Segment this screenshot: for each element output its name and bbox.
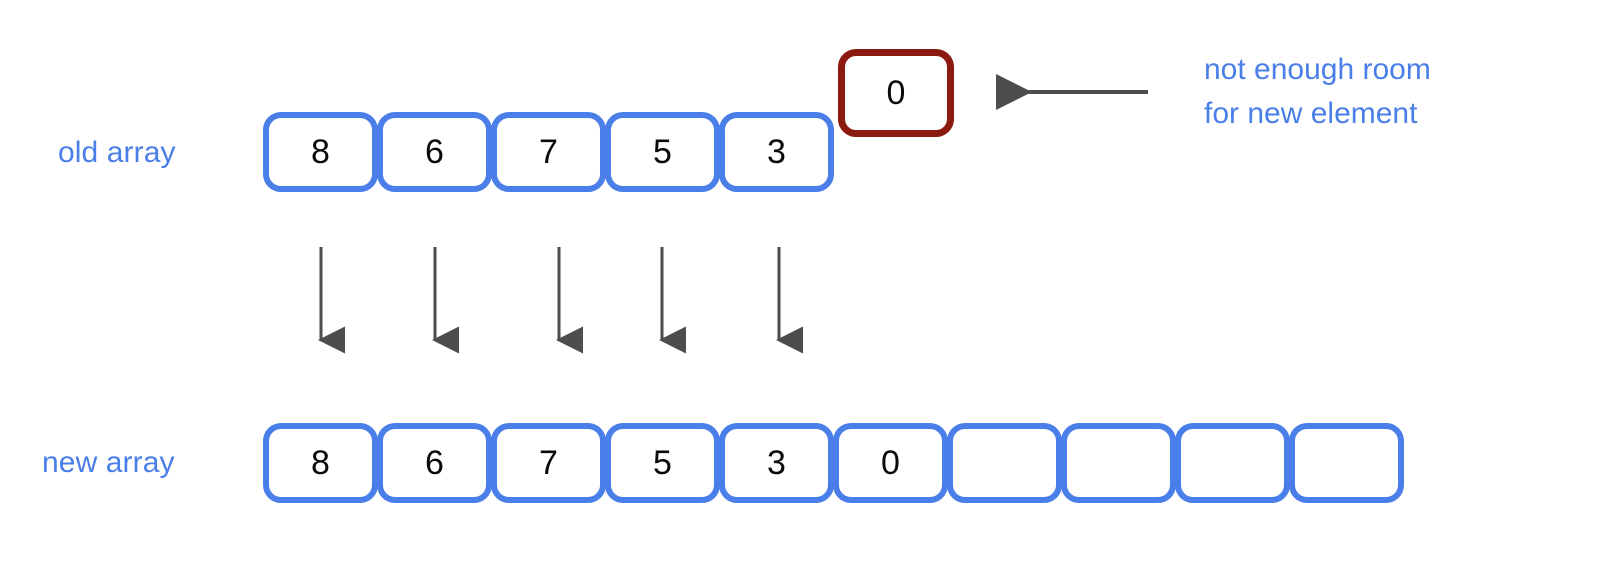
new-array-cell: 6 [377, 423, 492, 503]
cell-value: 3 [767, 444, 786, 482]
annotation-text: not enough room for new element [1204, 48, 1431, 137]
new-array-cell [1175, 423, 1290, 503]
old-array-row: 8 6 7 5 3 [263, 112, 834, 192]
new-array-cell [947, 423, 1062, 503]
old-array-cell: 8 [263, 112, 378, 192]
cell-value: 5 [653, 133, 672, 171]
cell-value: 8 [311, 133, 330, 171]
old-array-cell: 3 [719, 112, 834, 192]
new-element-value: 0 [886, 74, 906, 112]
cell-value: 8 [311, 444, 330, 482]
cell-value: 3 [767, 133, 786, 171]
cell-value: 7 [539, 444, 558, 482]
new-array-cell: 7 [491, 423, 606, 503]
new-array-row: 8 6 7 5 3 0 [263, 423, 1404, 503]
new-array-cell: 3 [719, 423, 834, 503]
old-array-cell: 7 [491, 112, 606, 192]
annotation-line-1: not enough room [1204, 53, 1431, 86]
cell-value: 7 [539, 133, 558, 171]
new-array-cell: 5 [605, 423, 720, 503]
new-array-cell [1289, 423, 1404, 503]
new-array-cell: 0 [833, 423, 948, 503]
copy-arrows-group [318, 247, 803, 354]
new-array-cell: 8 [263, 423, 378, 503]
cell-value: 5 [653, 444, 672, 482]
cell-value: 6 [425, 133, 444, 171]
old-array-cell: 5 [605, 112, 720, 192]
new-element-box: 0 [838, 49, 954, 137]
new-array-cell [1061, 423, 1176, 503]
old-array-cell: 6 [377, 112, 492, 192]
cell-value: 0 [881, 444, 900, 482]
new-array-label: new array [42, 446, 175, 479]
old-array-label: old array [58, 136, 176, 169]
annotation-line-2: for new element [1204, 97, 1418, 131]
cell-value: 6 [425, 444, 444, 482]
